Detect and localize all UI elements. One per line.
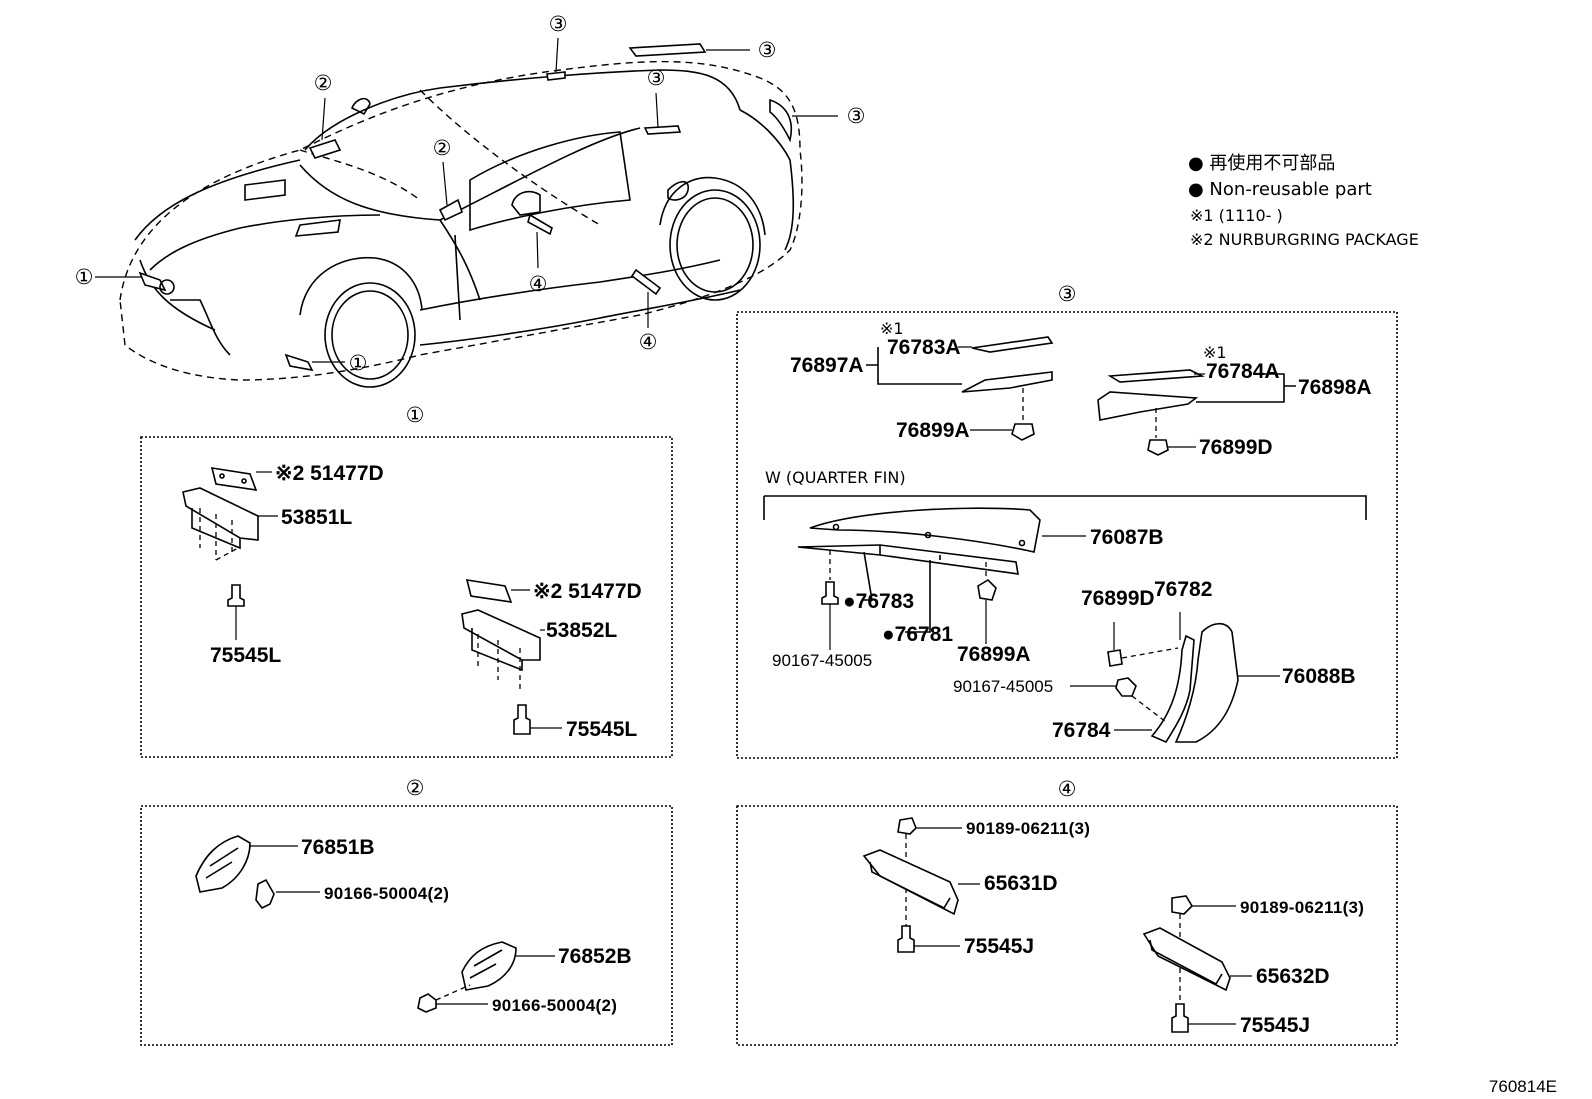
- section-2-number: ②: [406, 776, 425, 800]
- part-90167-45005: 90167-45005: [772, 651, 872, 670]
- part-76899D: 76899D: [1199, 436, 1273, 459]
- quarter-fin-label: W (QUARTER FIN): [765, 468, 906, 487]
- part-90189-06211: 90189-06211(3): [966, 819, 1090, 838]
- part-76784: 76784: [1052, 719, 1111, 742]
- callout-1: ①: [75, 265, 94, 289]
- part-76898A: 76898A: [1298, 376, 1372, 399]
- section-1-number: ①: [406, 403, 425, 427]
- section-3: ③: [736, 282, 1398, 759]
- legend: ● 再使用不可部品 ● Non-reusable part ※1 (1110- …: [1188, 153, 1419, 249]
- part-65631D: 65631D: [984, 872, 1058, 895]
- part-76782: 76782: [1154, 578, 1212, 601]
- callout-3: ③: [758, 38, 777, 62]
- part-53852L: 53852L: [546, 619, 617, 642]
- part-76851B: 76851B: [301, 836, 375, 859]
- part-75545L: 75545L: [566, 718, 637, 741]
- part-51477D: ※2 51477D: [275, 462, 384, 485]
- part-76899D: 76899D: [1081, 587, 1155, 610]
- part-75545J: 75545J: [1240, 1014, 1310, 1037]
- legend-note-1: ※1 (1110- ): [1190, 206, 1283, 225]
- callout-3: ③: [647, 66, 666, 90]
- callout-3: ③: [549, 12, 568, 36]
- section-2: ② 76851B 90166-50004(2) 76852B 90166-500…: [140, 776, 673, 1046]
- callout-2: ②: [314, 71, 333, 95]
- part-76852B: 76852B: [558, 945, 632, 968]
- part-90167-45005: 90167-45005: [953, 677, 1053, 696]
- part-76781: ●76781: [882, 623, 953, 646]
- legend-note-2: ※2 NURBURGRING PACKAGE: [1190, 230, 1419, 249]
- callout-4: ④: [639, 330, 658, 354]
- part-65632D: 65632D: [1256, 965, 1330, 988]
- car-overview: [95, 37, 838, 388]
- legend-jp: ● 再使用不可部品: [1188, 153, 1335, 174]
- part-76783A: 76783A: [887, 336, 961, 359]
- section-3-number: ③: [1058, 282, 1077, 306]
- part-76899A: 76899A: [896, 419, 970, 442]
- part-90166-50004: 90166-50004(2): [324, 884, 449, 903]
- legend-non-reusable: ● Non-reusable part: [1188, 179, 1372, 200]
- part-90189-06211: 90189-06211(3): [1240, 898, 1364, 917]
- figure-code: 760814E: [1489, 1077, 1557, 1096]
- part-76899A: 76899A: [957, 643, 1031, 666]
- part-90166-50004: 90166-50004(2): [492, 996, 617, 1015]
- part-76783: ●76783: [843, 590, 914, 613]
- mark-note-1: ※1: [880, 319, 904, 338]
- part-75545L: 75545L: [210, 644, 281, 667]
- callout-1: ①: [349, 351, 368, 375]
- section-4: ④ 90189-06211(3) 65631D 75545J 90189-062…: [736, 777, 1398, 1046]
- callout-2: ②: [433, 136, 452, 160]
- section-1: ① ※2 51477D 53851L 75545L ※2 51477D 5385…: [140, 403, 673, 758]
- part-75545J: 75545J: [964, 935, 1034, 958]
- part-76897A: 76897A: [790, 354, 864, 377]
- part-76087B: 76087B: [1090, 526, 1164, 549]
- part-76784A: 76784A: [1206, 360, 1280, 383]
- part-76088B: 76088B: [1282, 665, 1356, 688]
- car-callouts: ① ① ② ② ③ ③ ③ ③ ④ ④: [75, 12, 866, 375]
- callout-4: ④: [529, 272, 548, 296]
- part-51477D: ※2 51477D: [533, 580, 642, 603]
- mark-note-1: ※1: [1203, 343, 1227, 362]
- section-4-number: ④: [1058, 777, 1077, 801]
- part-53851L: 53851L: [281, 506, 352, 529]
- callout-3: ③: [847, 104, 866, 128]
